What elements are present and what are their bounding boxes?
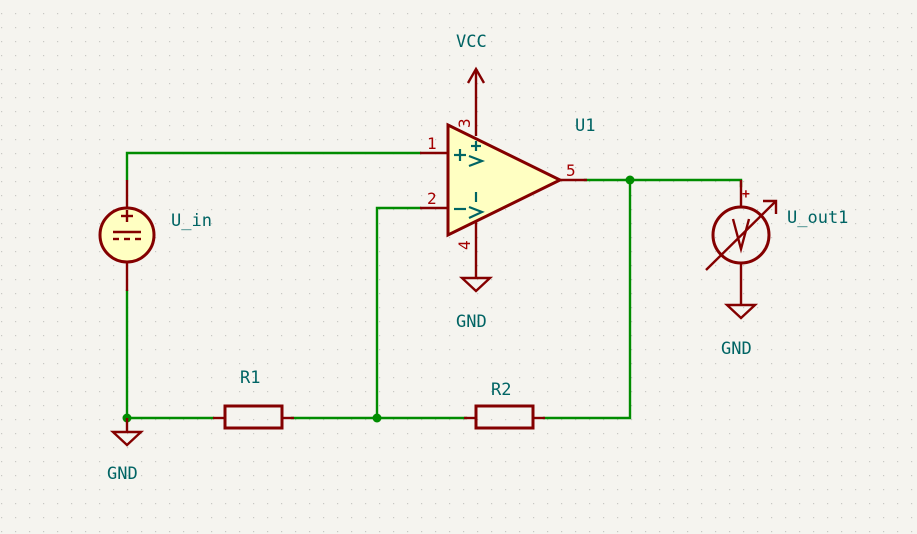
gnd-source-label: GND <box>107 464 138 484</box>
junction-divider <box>372 413 382 423</box>
wire-feedback-r2[interactable] <box>542 178 632 420</box>
opamp-u1[interactable]: 1 2 3 4 5 U1 <box>420 71 595 278</box>
power-gnd-opamp[interactable]: GND <box>456 276 494 332</box>
gnd-meter-label: GND <box>721 339 752 359</box>
voltmeter-u-out1[interactable]: + U_out1 <box>705 180 848 305</box>
gnd-opamp-label: GND <box>456 312 487 332</box>
dc-source-icon <box>113 210 141 241</box>
wire-inverting-feedback[interactable] <box>375 206 422 420</box>
meter-variable-arrow-icon <box>705 199 778 271</box>
gnd-meter-icon <box>723 303 759 320</box>
opamp-pin-1-number: 1 <box>427 134 437 153</box>
meter-reference: U_out1 <box>787 208 848 228</box>
grid <box>1 13 913 533</box>
source-reference: U_in <box>171 211 212 231</box>
r2-reference: R2 <box>491 380 511 400</box>
vcc-arrow-icon <box>466 66 486 84</box>
vcc-label: VCC <box>456 32 487 52</box>
opamp-pin-5-number: 5 <box>566 161 576 180</box>
meter-plus-sign: + <box>742 187 750 202</box>
gnd-source-icon <box>109 430 145 447</box>
opamp-triangle <box>446 122 564 238</box>
resistor-r1[interactable]: R1 <box>213 368 294 430</box>
wire-input[interactable] <box>125 151 422 181</box>
power-gnd-source[interactable]: GND <box>107 418 145 484</box>
gnd-opamp-icon <box>458 276 494 293</box>
wire-output[interactable] <box>583 178 743 188</box>
resistor-r2[interactable]: R2 <box>464 380 545 430</box>
opamp-noninv-symbol <box>454 141 486 168</box>
opamp-pin-4-number: 4 <box>455 240 474 250</box>
r1-body <box>223 404 284 430</box>
voltage-source-u-in[interactable]: U_in <box>98 180 212 291</box>
r1-reference: R1 <box>240 368 260 388</box>
meter-circle <box>711 205 771 265</box>
power-gnd-meter[interactable]: GND <box>721 303 759 359</box>
opamp-pin-2-number: 2 <box>427 189 437 208</box>
opamp-reference[interactable]: U1 <box>575 116 595 136</box>
power-vcc[interactable]: VCC <box>456 32 487 84</box>
source-circle <box>98 206 156 264</box>
opamp-inv-symbol <box>454 192 485 219</box>
junction-output <box>625 175 635 185</box>
opamp-pin-3-number: 3 <box>455 118 474 128</box>
r2-body <box>474 404 535 430</box>
wire-source-gnd[interactable] <box>125 289 215 420</box>
